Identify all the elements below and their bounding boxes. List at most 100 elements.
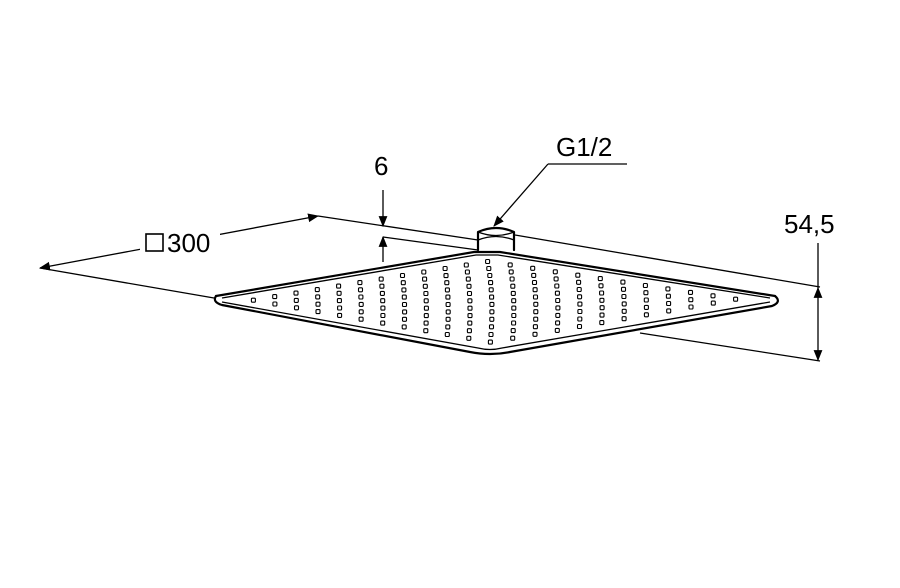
nozzle [598,283,604,289]
nozzle [466,335,472,341]
nozzle [577,316,583,322]
nozzle [487,272,493,279]
nozzle [554,290,560,296]
connection-nipple [476,226,516,252]
nozzle [531,279,538,286]
nozzle [621,301,627,307]
nozzle [336,290,342,296]
height-extension-lines [514,234,821,362]
nozzle [358,309,364,315]
nozzle [250,297,256,303]
nozzle [510,328,516,334]
nozzle [508,269,514,275]
nozzle [358,301,364,307]
thickness-dimension: 6 [374,151,479,262]
nozzle [620,286,627,292]
nozzle [315,309,321,315]
nozzle [555,320,561,326]
nozzle [511,320,517,326]
nozzle [599,312,605,318]
nozzle [401,294,407,300]
nozzle [380,320,386,326]
height-label: 54,5 [784,209,835,239]
nozzle [314,287,320,293]
nozzle [530,265,536,271]
nozzle [665,286,671,292]
nozzle [643,290,649,296]
nozzle [422,276,428,282]
nozzle [643,312,649,318]
nozzle [555,312,561,318]
nozzle [621,293,627,300]
nozzle [445,301,451,308]
nozzle [315,301,321,307]
nozzle [315,294,321,300]
nozzle [531,272,537,278]
nozzle [464,269,470,275]
nozzle [533,309,539,315]
nozzle [423,298,429,304]
nozzle [423,305,429,311]
nozzle [466,283,472,289]
nozzle [467,298,473,304]
nozzle [378,276,384,282]
nozzle [510,283,516,289]
nozzle [509,276,515,282]
nozzle [710,293,716,299]
nozzle [401,324,407,330]
nozzle [422,283,428,289]
nozzle [599,305,605,311]
nozzle [443,273,449,279]
nozzle [488,280,494,286]
nozzle [444,331,450,338]
nozzle [599,290,605,296]
nozzle [576,279,582,285]
nozzle [575,272,581,278]
nozzle [489,294,495,300]
nozzle [357,287,364,293]
nozzle [488,287,494,293]
width-label: 300 [167,228,210,258]
height-dimension: 54,5 [784,209,835,362]
nozzle [510,335,516,341]
nozzle [532,331,538,337]
nozzle [511,298,517,304]
nozzle [665,293,671,299]
nozzle [337,305,343,311]
nozzle [510,290,516,296]
nozzle [533,301,539,307]
nozzle [555,305,561,311]
nozzle [666,308,672,314]
nozzle [358,294,364,300]
nozzle [733,296,739,302]
nozzle [421,269,427,275]
nozzle [489,309,495,315]
connection-label: G1/2 [556,132,612,162]
connection-callout: G1/2 [493,132,627,227]
nozzle [643,297,649,303]
nozzle [577,294,583,300]
nozzle [445,309,451,315]
nozzle [337,312,343,318]
nozzle [488,324,495,330]
nozzle [293,297,299,303]
nozzle [423,320,429,326]
nozzle [379,290,385,296]
nozzle [467,320,473,326]
nozzle [380,312,386,319]
shower-head-body [213,250,779,356]
nozzle [507,262,513,268]
nozzle [576,323,583,330]
nozzle [532,324,538,330]
nozzle [293,305,300,311]
nozzle [532,294,539,300]
nozzle [554,327,560,333]
nozzle [445,294,451,300]
nozzle [620,279,626,285]
width-dimension: 300 [38,213,479,299]
nozzle [358,316,364,322]
nozzle [666,300,672,307]
nozzle [485,258,491,265]
nozzle [577,301,583,307]
nozzle [379,283,385,289]
